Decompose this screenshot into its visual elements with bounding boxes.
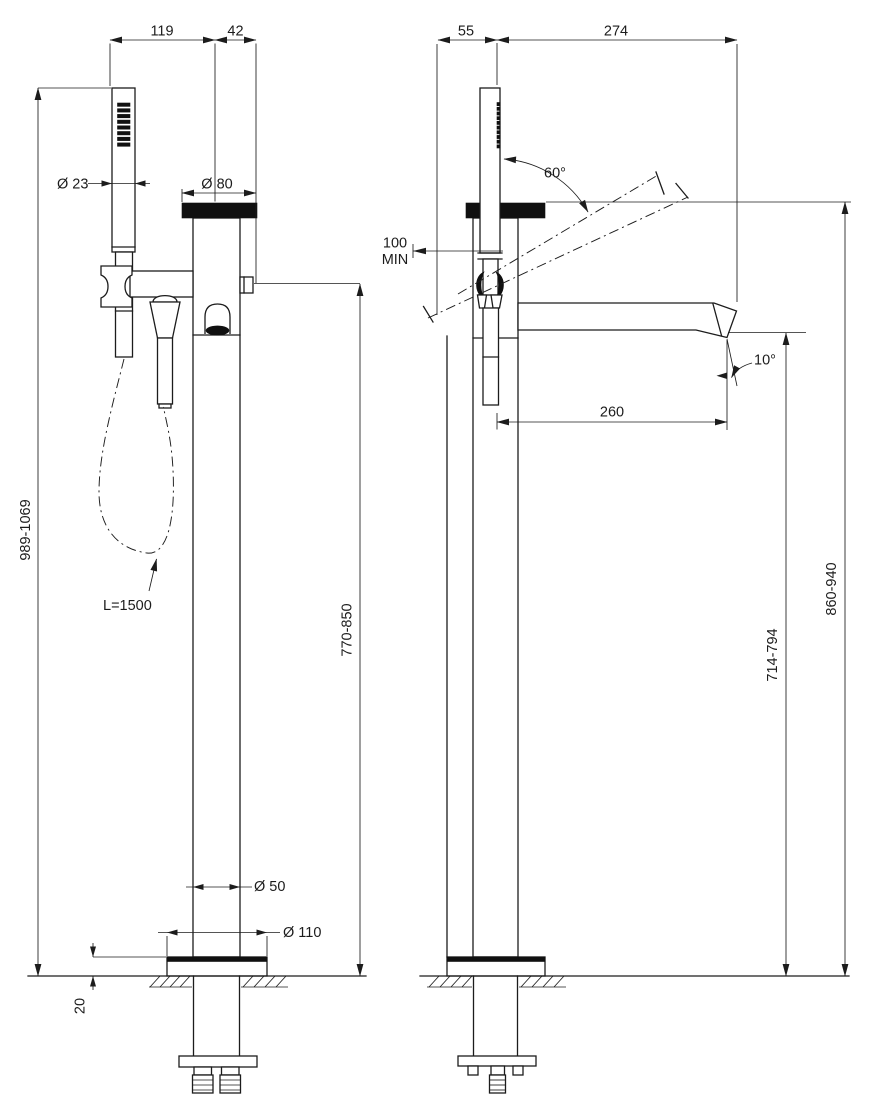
hand-shower-nozzles-side [496,102,501,149]
hand-shower-front [111,87,136,253]
hose-connector-side-a [476,294,488,309]
dim-label-55: 55 [458,24,474,40]
shower-holder-cradle [100,265,133,308]
dim-label-60: 60° [544,166,566,182]
swivel-tail-cap [422,305,434,323]
hose-nipples-front [191,1066,242,1094]
spout-outlet-front [205,325,230,336]
spout-tip-edge [712,303,723,337]
floor-hatch-front [149,975,288,988]
swivel-tip-cap-2 [675,182,689,199]
side-view [419,87,850,1094]
hose-connector-dome [152,294,178,303]
dim-leader-10 [731,362,753,378]
mounting-flange-side [457,1055,537,1067]
dim-label-top-height: 860-940 [824,562,840,615]
side-view-dimensions: 55 274 60° 100 MIN 260 10° 714-794 860-9… [382,24,851,977]
column-front [192,217,241,958]
column-cap-front [181,202,258,219]
hose-length-leader [148,558,158,592]
flange-fittings-side [467,1065,524,1094]
hose-connector-end [158,403,172,409]
dim-label-min: MIN [382,252,409,268]
spout-swivel-envelope-lower [427,196,689,319]
hose-connector-cone [149,301,181,339]
front-view-dimensions: 989-1069 119 42 Ø 23 Ø 80 770-850 L=1500… [18,24,364,1014]
hand-shower-handle-side [482,258,499,296]
dim-label-260: 260 [600,405,624,421]
dim-label-100: 100 [383,236,407,252]
dim-label-base-plate-height: 20 [73,998,89,1014]
shower-hose-loop [98,358,174,554]
base-plate-seal-front [166,956,268,962]
dim-label-119: 119 [150,24,173,40]
dim-label-column-dia: Ø 50 [254,879,285,895]
dim-label-spout-underside-height: 714-794 [765,628,781,681]
dim-label-42: 42 [227,24,243,40]
dim-label-base-dia: Ø 110 [283,925,321,941]
dim-label-cap-dia: Ø 80 [201,177,232,193]
spout-side [517,302,738,339]
dim-label-10: 10° [754,353,776,369]
front-view [27,87,367,1094]
shower-holder-arm [129,270,194,298]
hand-shower-spray-face [117,102,131,147]
column-cap-side [465,202,546,219]
hose-connector-tube [156,337,174,405]
handle-knob-front [239,276,254,294]
dim-label-274: 274 [604,24,628,40]
hose-connector-side-b [490,294,503,309]
dim-label-overall-height: 989-1069 [18,499,34,560]
dim-label-handshower-dia: Ø 23 [57,177,88,193]
swivel-tip-cap-1 [655,171,665,195]
dim-label-hose-length: L=1500 [103,598,152,614]
mounting-flange-front [178,1055,258,1068]
floor-hatch-side [427,975,566,988]
base-plate-seal-side [446,956,546,962]
dim-label-outlet-height: 770-850 [340,603,356,656]
